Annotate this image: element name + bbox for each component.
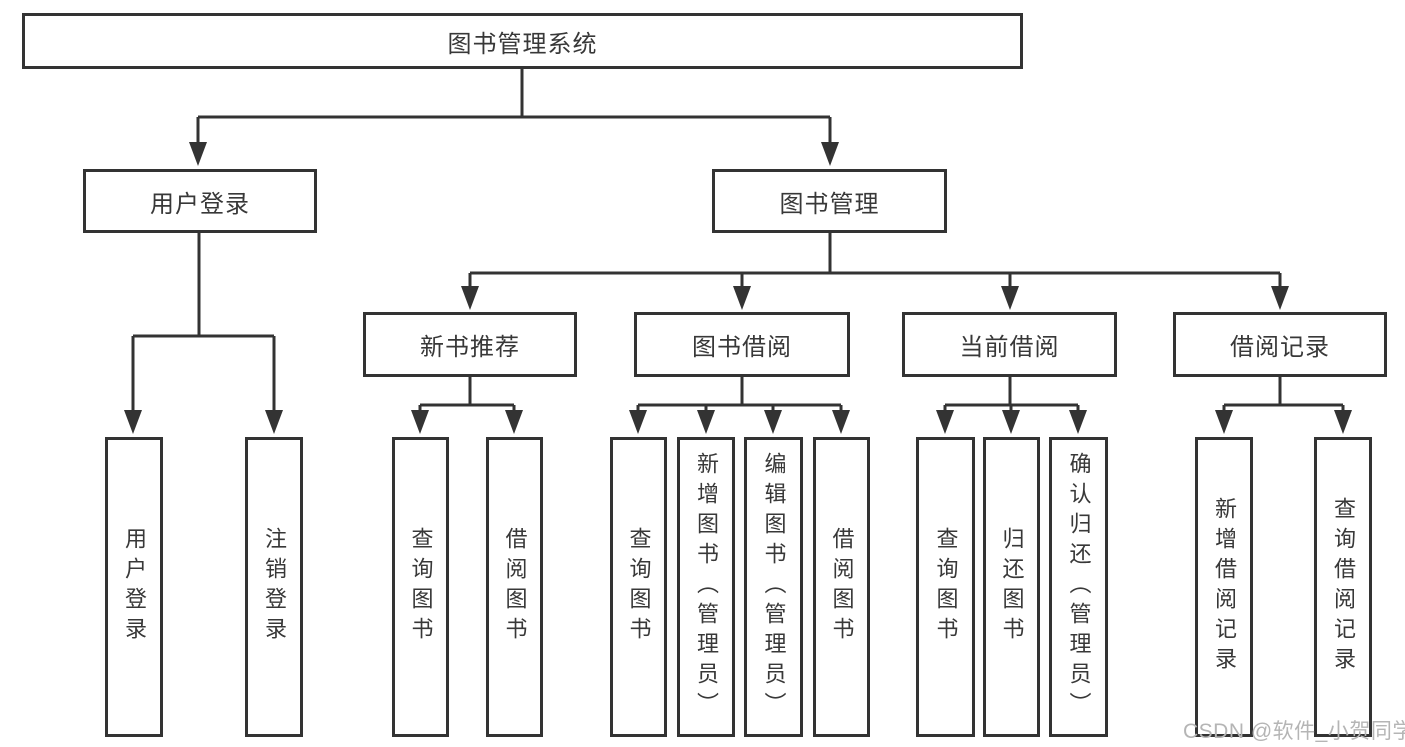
node-book-borrow: 图书借阅 <box>634 312 850 377</box>
leaf-query-book-recommend: 查询图书 <box>392 437 449 737</box>
leaf-edit-book-admin: 编辑图书（管理员） <box>744 437 803 737</box>
connector-root-to-level2 <box>189 69 839 166</box>
node-book-management: 图书管理 <box>712 169 947 233</box>
leaf-query-borrow-record: 查询借阅记录 <box>1314 437 1372 737</box>
leaf-return-book: 归还图书 <box>983 437 1040 737</box>
node-root: 图书管理系统 <box>22 13 1023 69</box>
node-borrow-records: 借阅记录 <box>1173 312 1387 377</box>
node-user-login: 用户登录 <box>83 169 317 233</box>
leaf-add-borrow-record: 新增借阅记录 <box>1195 437 1253 737</box>
leaf-user-login: 用户登录 <box>105 437 163 737</box>
connector-borrowrecords-to-leaves <box>1215 377 1352 434</box>
connector-newbook-to-leaves <box>411 377 523 434</box>
leaf-borrow-book: 借阅图书 <box>813 437 870 737</box>
connector-bookborrow-to-leaves <box>629 377 850 434</box>
leaf-borrow-book-recommend: 借阅图书 <box>486 437 543 737</box>
leaf-confirm-return-admin: 确认归还（管理员） <box>1049 437 1108 737</box>
node-new-book-recommend: 新书推荐 <box>363 312 577 377</box>
connector-bookmgmt-to-level3 <box>461 233 1289 310</box>
leaf-add-book-admin: 新增图书（管理员） <box>677 437 735 737</box>
leaf-query-book-borrow: 查询图书 <box>610 437 667 737</box>
node-current-borrow: 当前借阅 <box>902 312 1117 377</box>
connector-currentborrow-to-leaves <box>936 377 1087 434</box>
leaf-logout: 注销登录 <box>245 437 303 737</box>
connector-userlogin-to-leaves <box>124 233 283 434</box>
csdn-watermark: CSDN @软件_小贺同学 <box>1183 720 1405 743</box>
leaf-query-book-current: 查询图书 <box>916 437 975 737</box>
